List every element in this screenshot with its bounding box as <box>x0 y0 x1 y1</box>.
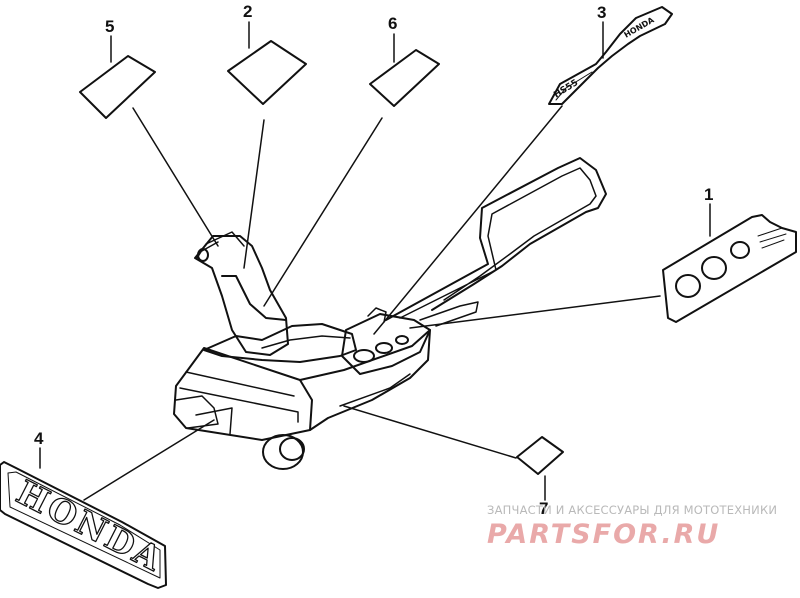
callout-1: 1 <box>704 185 714 204</box>
decal-5[interactable] <box>79 55 156 119</box>
leader-2 <box>243 119 265 269</box>
leader-7 <box>343 405 517 459</box>
leader-3 <box>373 105 563 335</box>
watermark-caption: ЗАПЧАСТИ И АКСЕССУАРЫ ДЛЯ МОТОТЕХНИКИ <box>487 503 778 517</box>
callout-5: 5 <box>105 17 115 36</box>
honda-plate-text: HONDA <box>10 472 170 579</box>
leader-6 <box>263 117 383 307</box>
decal-4[interactable]: HONDA <box>0 461 171 589</box>
decal-6[interactable] <box>369 49 440 107</box>
leader-lines <box>39 21 711 501</box>
callout-2: 2 <box>243 2 253 21</box>
leader-1 <box>409 295 661 329</box>
decal-2[interactable] <box>227 40 307 105</box>
leader-4 <box>83 419 215 501</box>
callout-3: 3 <box>597 3 607 22</box>
watermark-logo: PARTSFOR.RU <box>487 519 721 550</box>
callout-6: 6 <box>388 14 398 33</box>
callout-7: 7 <box>539 499 549 518</box>
decal-1[interactable] <box>662 214 797 323</box>
leader-5 <box>132 107 219 247</box>
decal-3[interactable]: HS55 HONDA <box>548 6 673 105</box>
callout-4: 4 <box>34 429 44 448</box>
decal-7[interactable] <box>516 436 564 475</box>
snowblower-body <box>173 157 607 470</box>
